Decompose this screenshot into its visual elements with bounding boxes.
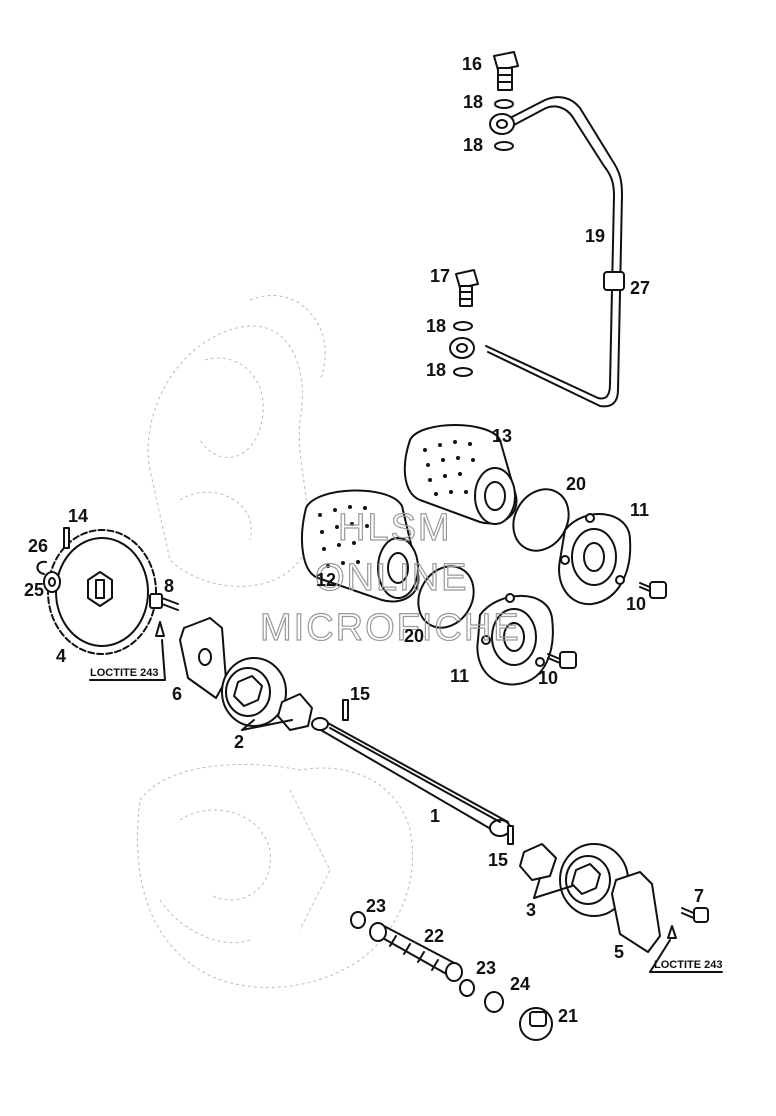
label-15-a: 15 [350,684,370,704]
label-20-a: 20 [566,474,586,494]
label-21: 21 [558,1006,578,1026]
label-6: 6 [172,684,182,704]
label-14: 14 [68,506,88,526]
gear-icon [47,529,157,655]
pin-15-lower-icon [507,825,514,845]
label-23-b: 23 [476,958,496,978]
gasket-5-icon [611,871,661,953]
label-19: 19 [585,226,605,246]
gasket-6-icon [179,617,227,699]
label-10-a: 10 [626,594,646,614]
o-ring-24-icon [484,991,504,1013]
label-27: 27 [630,278,650,298]
leader-lines [89,639,723,973]
circlip-26-icon [36,560,47,575]
label-7: 7 [694,886,704,906]
oil-filter-13-icon [403,424,518,525]
label-23-a: 23 [366,896,386,916]
filter-cover-11-lower-icon [476,593,554,686]
label-25: 25 [24,580,44,600]
bolt-8-icon [149,593,179,637]
banjo-fitting-icon [449,113,515,359]
oil-pipe-icon [485,96,625,408]
label-11-b: 11 [450,666,469,686]
pin-15-upper-icon [342,699,349,721]
bolt-7-icon [667,907,709,939]
label-26: 26 [28,536,48,556]
plug-icon [519,1007,553,1041]
watermark-line3: MICROFICHE [260,607,521,649]
label-16: 16 [462,54,482,74]
label-18-b: 18 [463,135,483,155]
label-11-a: 11 [630,500,649,520]
label-17: 17 [430,266,450,286]
label-2: 2 [234,732,244,752]
pipe-clamp-icon [603,271,625,291]
banjo-bolt-17-icon [455,269,479,307]
washer-25-icon [43,571,61,593]
label-4: 4 [56,646,66,666]
label-10-b: 10 [538,668,558,688]
label-18-d: 18 [426,360,446,380]
label-18-c: 18 [426,316,446,336]
screw-10-icon [547,581,667,669]
label-18-a: 18 [463,92,483,112]
label-24: 24 [510,974,530,994]
label-3: 3 [526,900,536,920]
watermark-line1: HLSM [338,507,452,549]
pump-rotor-2-icon [221,657,313,731]
label-22: 22 [424,926,444,946]
watermark-line2: ONLINE [315,557,468,599]
shaft-icon [311,717,511,837]
loctite-note-left: LOCTITE 243 [90,667,158,679]
label-15-b: 15 [488,850,508,870]
pump-rotor-3-icon [519,843,629,917]
banjo-bolt-16-icon [493,51,519,91]
loctite-note-right: LOCTITE 243 [654,959,722,971]
label-8: 8 [164,576,174,596]
label-5: 5 [614,942,624,962]
label-13: 13 [492,426,512,446]
screen-filter-icon [369,922,463,982]
o-ring-23-icon [350,911,475,997]
engine-ghost-lower [137,763,414,988]
filter-cover-11-upper-icon [558,513,632,606]
oil-filter-12-icon [301,489,420,603]
part-labels: 16 18 18 19 17 27 18 18 13 20 11 14 26 2… [24,54,722,1026]
engine-ghost-upper [147,295,326,587]
washer-icon [453,99,514,377]
label-1: 1 [430,806,440,826]
label-20-b: 20 [404,626,424,646]
pin-14-icon [63,527,70,549]
label-12: 12 [316,570,336,590]
watermark: HLSM ONLINE MICROFICHE [259,506,521,649]
